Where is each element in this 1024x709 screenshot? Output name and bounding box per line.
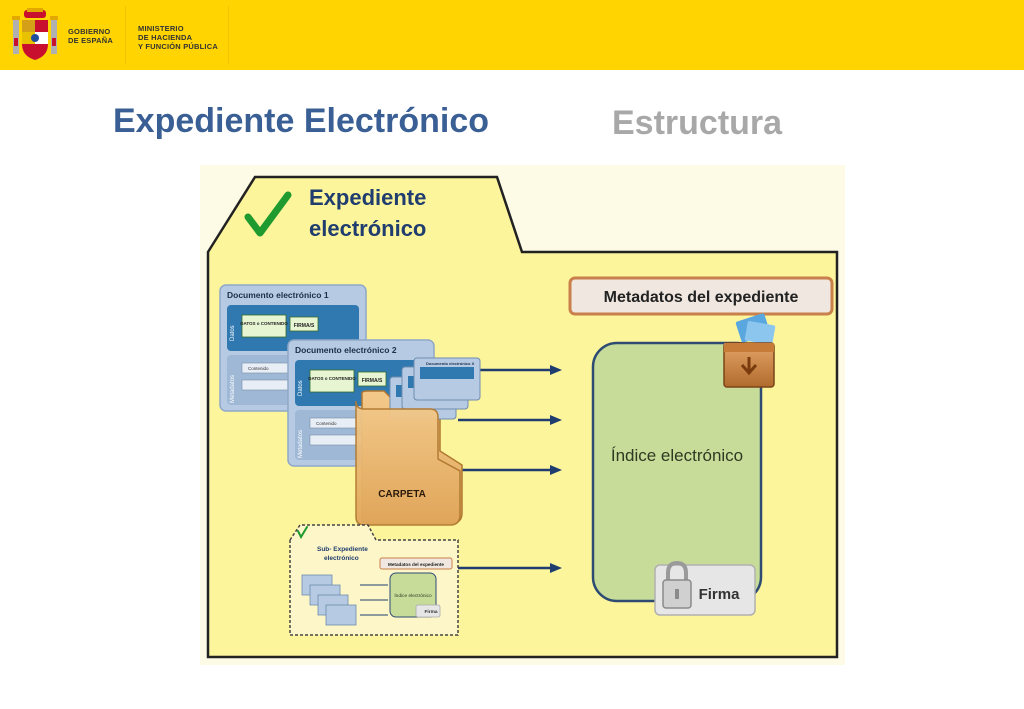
arrow-head xyxy=(550,365,562,375)
expediente-diagram: Expediente electrónico Metadatos del exp… xyxy=(200,165,845,665)
sub-indice: Índice electrónico xyxy=(394,592,432,599)
folder-doc-title: Documento electrónico X xyxy=(426,361,475,366)
slide-subtitle: Estructura xyxy=(612,104,783,142)
sub-title-line2: electrónico xyxy=(324,555,359,562)
arrow-head xyxy=(550,563,562,573)
doc1-title: Documento electrónico 1 xyxy=(227,290,329,300)
coat-of-arms-icon xyxy=(12,8,58,60)
padlock-icon xyxy=(662,560,692,609)
check-icon xyxy=(244,191,292,237)
expediente-title-line1: Expediente xyxy=(309,185,426,210)
header-divider xyxy=(228,6,229,64)
expediente-title-line2: electrónico xyxy=(309,216,426,241)
doc2-datos: Datos xyxy=(298,380,304,396)
firma-label: Firma xyxy=(699,586,741,603)
sub-metadatos: Metadatos del expediente xyxy=(388,562,444,567)
doc2-datos-contenido: DATOS o CONTENIDO xyxy=(308,376,356,381)
sub-title-line1: Sub- Expediente xyxy=(317,546,368,553)
arrow-head xyxy=(550,415,562,425)
doc1-datos: Datos xyxy=(230,325,236,341)
carpeta-folder: Documento electrónico X CARPETA xyxy=(355,357,481,526)
doc2-contenido: Contenido xyxy=(316,421,337,426)
carpeta-label: CARPETA xyxy=(378,489,426,500)
arrow-head xyxy=(550,465,562,475)
header-divider xyxy=(125,6,126,64)
sub-firma: Firma xyxy=(424,609,437,615)
doc2-metadatos: Metadatos xyxy=(298,430,304,458)
doc1-contenido: Contenido xyxy=(248,366,269,371)
doc2-firmas: FIRMA/S xyxy=(362,378,383,384)
sub-expediente: Sub- Expediente electrónico Metadatos de… xyxy=(289,524,459,636)
doc1-datos-contenido: DATOS o CONTENIDO xyxy=(240,321,288,326)
doc1-metadatos: Metadatos xyxy=(230,375,236,403)
doc2-title: Documento electrónico 2 xyxy=(295,345,397,355)
indice-label: Índice electrónico xyxy=(611,446,743,465)
slide-title: Expediente Electrónico xyxy=(113,102,489,140)
metadatos-box xyxy=(568,276,834,316)
metadatos-label: Metadatos del expediente xyxy=(604,289,799,306)
doc1-firmas: FIRMA/S xyxy=(294,323,315,329)
archive-box-icon xyxy=(723,313,776,388)
